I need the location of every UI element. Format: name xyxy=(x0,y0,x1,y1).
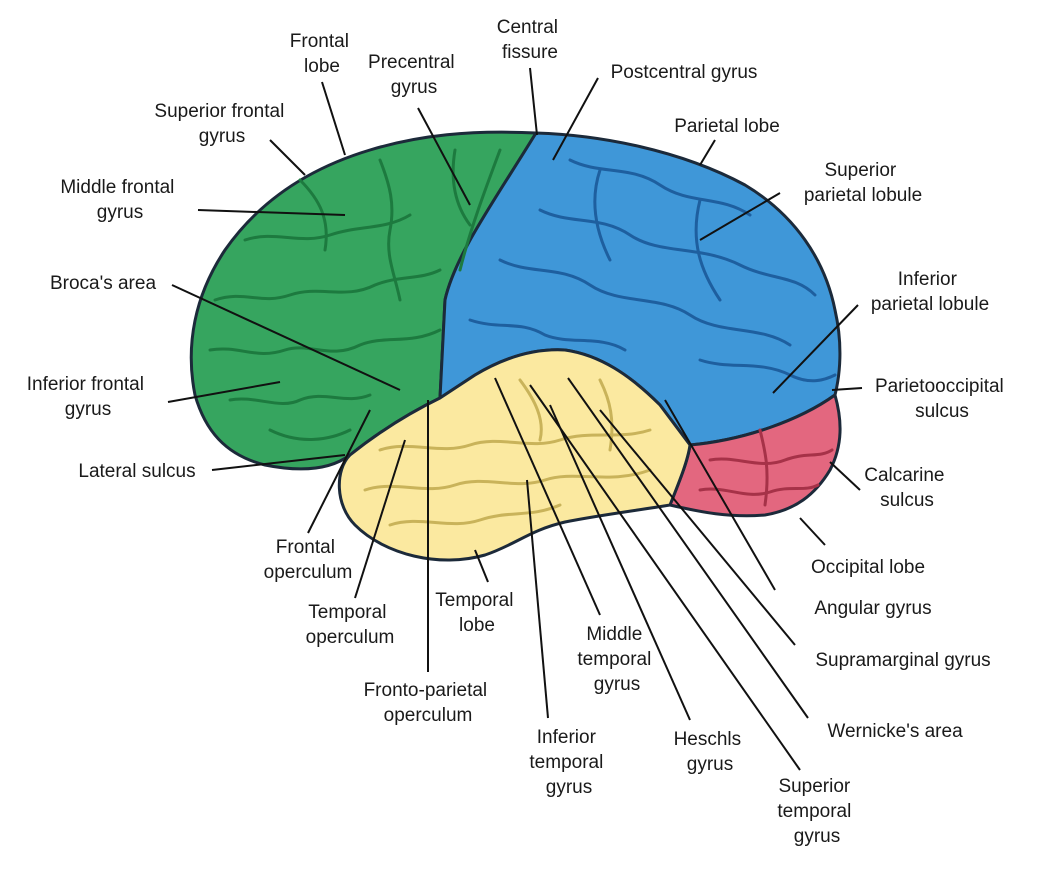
label-parietooccipital-sulcus: Parietooccipital sulcus xyxy=(875,376,1009,422)
occipital-lobe-region xyxy=(668,393,842,518)
leader-line xyxy=(699,139,716,166)
leader-line xyxy=(526,479,549,719)
leader-line xyxy=(494,377,601,616)
label-superior-parietal-lobule: Superior parietal lobule xyxy=(804,160,922,206)
leader-line xyxy=(831,387,863,391)
label-precentral-gyrus: Precentral gyrus xyxy=(368,52,460,98)
leader-line xyxy=(772,304,859,394)
leader-line xyxy=(167,381,281,403)
label-central-fissure: Central fissure xyxy=(497,17,564,63)
occipital-sulci xyxy=(698,428,834,507)
label-inferior-parietal-lobule: Inferior parietal lobule xyxy=(871,269,989,315)
label-superior-temporal-gyrus: Superior temporal gyrus xyxy=(777,776,856,847)
leader-line xyxy=(599,409,796,646)
leader-line xyxy=(354,439,406,599)
frontal-sulci xyxy=(208,148,502,441)
label-frontal-lobe: Frontal lobe xyxy=(290,31,354,77)
leader-line xyxy=(529,384,801,771)
label-brocas-area: Broca's area xyxy=(50,273,157,294)
leader-line xyxy=(417,107,471,206)
label-heschls-gyrus: Heschls gyrus xyxy=(674,729,747,775)
label-superior-frontal-gyrus: Superior frontal gyrus xyxy=(154,101,289,147)
label-inferior-frontal-gyrus: Inferior frontal gyrus xyxy=(27,374,150,420)
label-occipital-lobe: Occipital lobe xyxy=(811,557,925,578)
label-calcarine-sulcus: Calcarine sulcus xyxy=(864,465,950,511)
label-inferior-temporal-gyrus: Inferior temporal gyrus xyxy=(529,727,608,798)
brain-illustration xyxy=(189,130,842,562)
label-temporal-operculum: Temporal operculum xyxy=(306,602,395,648)
label-postcentral-gyrus: Postcentral gyrus xyxy=(611,62,758,83)
leader-line xyxy=(529,67,538,136)
leader-line xyxy=(664,399,776,591)
leader-line xyxy=(567,377,809,719)
leader-line xyxy=(829,461,861,491)
leader-line xyxy=(307,409,371,534)
label-fronto-parietal-operculum: Fronto-parietal operculum xyxy=(364,680,493,726)
label-frontal-operculum: Frontal operculum xyxy=(264,537,353,583)
leader-line xyxy=(321,81,346,156)
leader-line xyxy=(171,284,401,391)
leader-line xyxy=(211,454,346,471)
leader-line xyxy=(552,77,599,161)
leader-line xyxy=(799,517,826,546)
leader-line xyxy=(197,209,346,216)
label-temporal-lobe: Temporal lobe xyxy=(435,590,518,636)
leader-line xyxy=(549,404,691,721)
leader-lines xyxy=(167,67,863,771)
label-angular-gyrus: Angular gyrus xyxy=(814,598,931,619)
temporal-sulci xyxy=(363,378,652,527)
label-middle-temporal-gyrus: Middle temporal gyrus xyxy=(577,624,656,695)
label-wernickes-area: Wernicke's area xyxy=(827,721,963,742)
labels: Frontal lobe Superior frontal gyrus Midd… xyxy=(27,17,1009,847)
label-middle-frontal-gyrus: Middle frontal gyrus xyxy=(60,177,179,223)
label-parietal-lobe: Parietal lobe xyxy=(674,116,780,137)
leader-line xyxy=(474,549,489,583)
leader-line xyxy=(269,139,306,176)
label-supramarginal-gyrus: Supramarginal gyrus xyxy=(815,650,990,671)
label-lateral-sulcus: Lateral sulcus xyxy=(78,461,195,482)
leader-line xyxy=(699,192,781,241)
